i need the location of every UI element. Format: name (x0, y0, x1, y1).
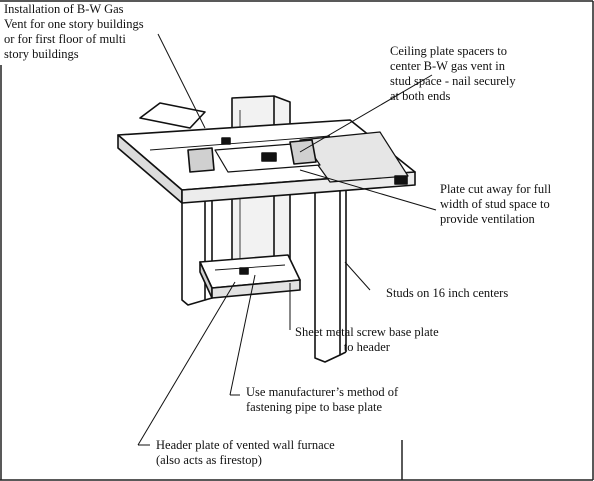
label-installation-line-2: Vent for one story buildings (4, 17, 144, 31)
label-plate-cut-line-3: provide ventilation (440, 212, 535, 226)
leader-lines (137, 33, 437, 446)
label-installation: Installation of B-W Gas Vent for one sto… (4, 2, 144, 62)
label-plate-cut: Plate cut away for full width of stud sp… (440, 182, 551, 227)
label-screw-base: Sheet metal screw base plate to header (295, 325, 439, 355)
label-studs: Studs on 16 inch centers (386, 286, 508, 301)
label-manufacturer: Use manufacturer’s method of fastening p… (246, 385, 398, 415)
label-header-plate: Header plate of vented wall furnace (als… (156, 438, 335, 468)
label-manufacturer-line-1: Use manufacturer’s method of (246, 385, 399, 399)
label-header-plate-line-1: Header plate of vented wall furnace (156, 438, 335, 452)
label-screw-base-line-2: to header (343, 340, 390, 354)
label-ceiling-spacers-line-3: stud space - nail securely (390, 74, 516, 88)
label-screw-base-line-1: Sheet metal screw base plate (295, 325, 439, 339)
label-manufacturer-line-2: fastening pipe to base plate (246, 400, 383, 414)
label-ceiling-spacers-line-2: center B-W gas vent in (390, 59, 506, 73)
label-plate-cut-line-2: width of stud space to (440, 197, 550, 211)
label-installation-line-1: Installation of B-W Gas (4, 2, 124, 16)
label-plate-cut-line-1: Plate cut away for full (440, 182, 552, 196)
label-installation-line-3: or for first floor of multi (4, 32, 126, 46)
label-ceiling-spacers: Ceiling plate spacers to center B-W gas … (390, 44, 516, 104)
label-header-plate-line-2: (also acts as firestop) (156, 453, 262, 467)
label-ceiling-spacers-line-4: at both ends (390, 89, 451, 103)
label-ceiling-spacers-line-1: Ceiling plate spacers to (390, 44, 507, 58)
label-studs-line-1: Studs on 16 inch centers (386, 286, 509, 300)
ceiling-spacer-left (187, 147, 215, 173)
ceiling-spacer-right (289, 139, 317, 165)
framing-illustration (117, 95, 416, 363)
label-installation-line-4: story buildings (4, 47, 79, 61)
